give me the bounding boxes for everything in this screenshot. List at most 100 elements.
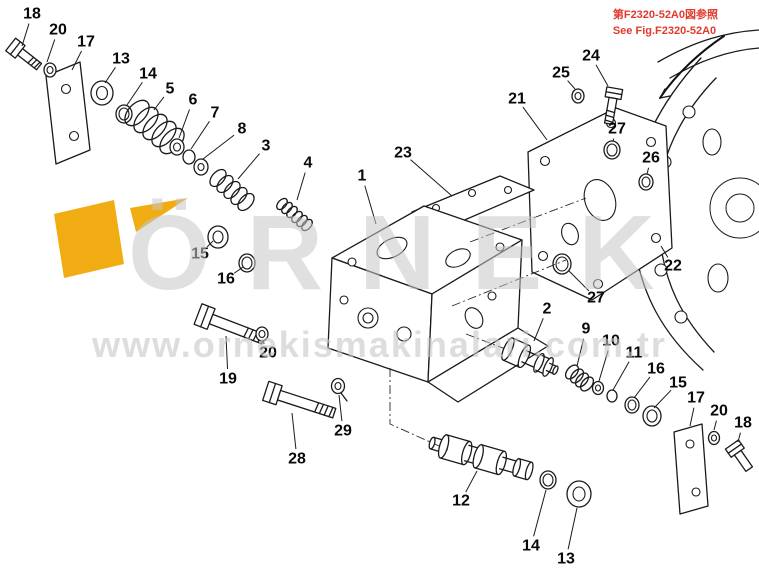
part-number-14: 14 [522,538,540,555]
leader-line [653,389,672,409]
washer-29-drawing [330,377,348,402]
mounting-plate-17-left-drawing [45,61,91,165]
part-number-16: 16 [217,271,235,288]
spool-12-drawing [428,434,534,481]
leader-line [364,185,377,225]
spring-5-drawing [124,99,185,155]
part-number-10: 10 [602,333,620,350]
figure-reference-en: See Fig.F2320-52A0 [612,24,717,37]
leader-line [178,109,191,139]
part-number-20: 20 [259,345,277,362]
leader-line [612,138,615,142]
leader-line [291,412,297,450]
leader-line [612,361,630,391]
washer-20-right-drawing [707,430,721,446]
part-number-8: 8 [238,121,247,138]
o-ring-26-drawing [638,173,654,191]
washer-20-mid-drawing [255,326,269,342]
spring-4-drawing [276,197,313,232]
leader-line [567,507,578,550]
leader-line [567,80,576,90]
mounting-plate-17-right-drawing [673,423,709,515]
part-number-11: 11 [626,345,643,362]
spring-3-drawing [209,168,255,212]
leader-line [237,153,260,180]
plug-13-bottom-drawing [566,480,592,508]
washer-6-drawing [169,138,185,156]
part-number-18: 18 [734,415,752,432]
leader-line [689,407,695,427]
part-number-15: 15 [669,375,687,392]
part-number-13: 13 [112,51,130,68]
part-number-20: 20 [49,22,67,39]
part-number-2: 2 [543,301,552,318]
seat-8-drawing [193,158,209,176]
part-number-27: 27 [608,121,626,138]
part-number-23: 23 [394,145,412,162]
leader-lines [21,23,741,550]
part-number-27: 27 [587,290,605,307]
washer-25-drawing [571,88,585,104]
leader-line [296,172,306,201]
leader-line [660,245,669,258]
bolt-24-drawing [603,86,624,126]
plug-15-left-drawing [207,225,229,249]
part-number-22: 22 [664,258,682,275]
o-ring-14-bottom-drawing [539,470,557,490]
bolt-19-drawing [193,303,266,345]
leader-line [104,67,116,84]
spring-9-drawing [564,364,595,392]
part-number-19: 19 [219,371,237,388]
part-number-21: 21 [508,91,526,108]
cover-plate-21-drawing [527,107,673,301]
leader-line [633,376,651,399]
part-number-20: 20 [710,403,728,420]
leader-line [410,159,453,197]
part-number-14: 14 [139,66,157,83]
ring-7-drawing [182,149,196,165]
part-number-17: 17 [687,390,705,407]
part-number-9: 9 [582,321,591,338]
part-number-17: 17 [77,34,95,51]
spool-2-drawing [501,337,559,377]
washer-10-drawing [591,380,605,396]
o-ring-27-upper-drawing [603,140,621,160]
leader-line [737,432,741,443]
leader-line [568,270,590,292]
bolt-18-left-drawing [5,37,43,71]
part-number-3: 3 [262,138,271,155]
leader-line [533,489,547,537]
part-number-16: 16 [647,361,665,378]
assembly-axis-lines [389,197,587,451]
part-number-1: 1 [358,168,367,185]
o-ring-16-right-drawing [624,396,640,414]
part-number-15: 15 [191,246,209,263]
leader-line [576,338,585,367]
part-number-26: 26 [642,150,660,167]
reference-arrow [659,35,725,99]
leader-line [46,39,56,63]
part-number-24: 24 [582,48,600,65]
part-number-13: 13 [557,551,575,568]
leader-line [598,350,609,382]
figure-reference-ja: 第F2320-52A0図参照 [612,9,718,21]
leader-line [202,134,235,160]
leader-line [595,64,609,87]
ring-11-drawing [606,389,618,403]
bolt-28-drawing [262,380,337,419]
part-number-25: 25 [552,65,570,82]
plug-15-right-drawing [642,405,662,427]
valve-body-1-drawing [327,205,549,403]
leader-line [190,121,210,150]
part-number-4: 4 [304,155,313,172]
o-ring-16-left-drawing [238,253,256,273]
part-number-28: 28 [288,451,306,468]
leader-line [225,335,229,370]
leader-line [153,96,165,111]
part-number-18: 18 [23,6,41,23]
leader-line [533,318,544,342]
part-number-6: 6 [189,92,198,109]
o-ring-27-lower-drawing [552,253,572,275]
part-number-12: 12 [452,493,470,510]
leader-line [522,106,548,141]
